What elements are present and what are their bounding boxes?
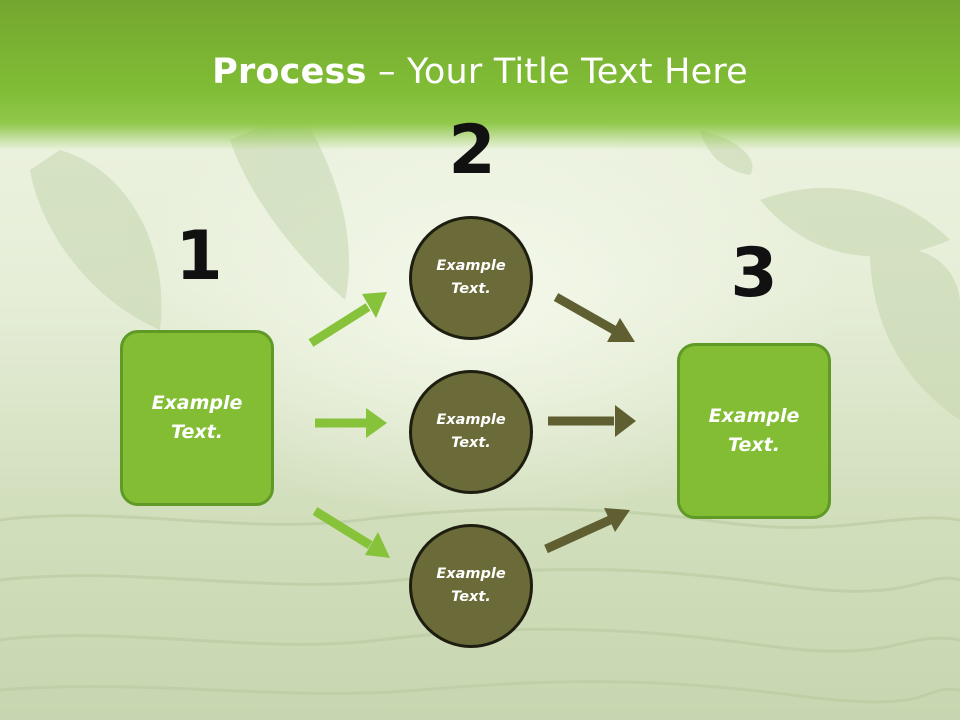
circle-bottom-line-1: Example (436, 566, 506, 582)
step-number-3: 3 (730, 234, 778, 313)
circle-middle-line-1: Example (436, 412, 506, 428)
arrow-bottom-to-3-icon (544, 508, 630, 554)
circle-top-line-2: Text. (451, 281, 491, 297)
step-1-text-line-2: Text. (171, 421, 223, 443)
arrow-1-to-bottom-icon (312, 507, 390, 558)
step-number-1: 1 (175, 217, 223, 296)
step-3-text-line-2: Text. (728, 434, 780, 456)
arrow-middle-to-3-icon (548, 405, 636, 437)
arrow-top-to-3-icon (553, 293, 635, 342)
slide-title: Process – Your Title Text Here (0, 52, 960, 92)
arrow-1-to-middle-icon (315, 408, 387, 438)
arrow-1-to-top-icon (308, 292, 387, 347)
title-banner (0, 0, 960, 150)
step-3-text-line-1: Example (708, 405, 800, 427)
circle-top-line-1: Example (436, 258, 506, 274)
title-bold: Process (212, 52, 367, 92)
circle-bottom-line-2: Text. (451, 589, 491, 605)
step-1-text-line-1: Example (151, 392, 243, 414)
step-number-2: 2 (448, 111, 496, 190)
title-rest: – Your Title Text Here (366, 52, 748, 92)
circle-middle-line-2: Text. (451, 435, 491, 451)
